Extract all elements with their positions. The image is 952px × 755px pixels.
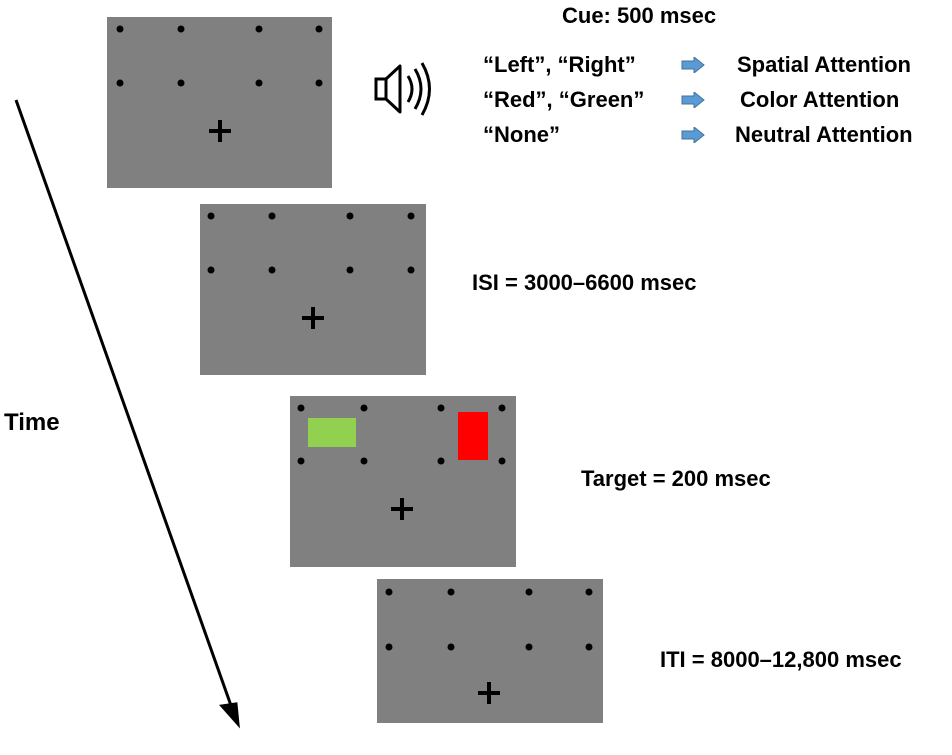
iti-screen (377, 579, 603, 723)
placeholder-dot (207, 266, 215, 274)
placeholder-dot (525, 588, 533, 596)
cue-word-neutral: “None” (483, 122, 560, 147)
condition-spatial: Spatial Attention (737, 52, 911, 77)
right-arrow-icon (681, 57, 705, 73)
cue-title: Cue: 500 msec (562, 3, 717, 28)
placeholder-dot (315, 79, 323, 87)
placeholder-dot (498, 404, 506, 412)
placeholder-dot (385, 643, 393, 651)
placeholder-dot (297, 404, 305, 412)
placeholder-dot (346, 212, 354, 220)
cue-screen (107, 17, 332, 188)
placeholder-dot (177, 79, 185, 87)
green-target-rect (308, 418, 356, 447)
placeholder-dot (360, 457, 368, 465)
placeholder-dot (407, 212, 415, 220)
condition-neutral: Neutral Attention (735, 122, 913, 147)
placeholder-dot (437, 404, 445, 412)
placeholder-dot (525, 643, 533, 651)
placeholder-dot (585, 643, 593, 651)
placeholder-dot (255, 25, 263, 33)
fixation-cross-icon (209, 120, 231, 142)
condition-color: Color Attention (740, 87, 900, 112)
right-arrow-icon (681, 127, 705, 143)
placeholder-dot (360, 404, 368, 412)
cue-word-spatial: “Left”, “Right” (483, 52, 636, 77)
iti-label: ITI = 8000–12,800 msec (660, 647, 902, 672)
placeholder-dot (315, 25, 323, 33)
placeholder-dot (346, 266, 354, 274)
time-label: Time (4, 409, 60, 436)
speaker-icon (374, 62, 431, 116)
isi-label: ISI = 3000–6600 msec (472, 270, 697, 295)
cue-word-color: “Red”, “Green” (483, 87, 645, 112)
placeholder-dot (268, 266, 276, 274)
target-label: Target = 200 msec (581, 466, 771, 491)
placeholder-dot (437, 457, 445, 465)
red-target-rect (458, 412, 488, 460)
fixation-cross-icon (302, 307, 324, 329)
placeholder-dot (385, 588, 393, 596)
right-arrow-icon (681, 92, 705, 108)
placeholder-dot (447, 588, 455, 596)
placeholder-dot (297, 457, 305, 465)
time-arrow-line (14, 99, 236, 715)
placeholder-dot (585, 588, 593, 596)
time-arrow-head (219, 702, 240, 729)
placeholder-dot (116, 25, 124, 33)
placeholder-dot (116, 79, 124, 87)
placeholder-dot (447, 643, 455, 651)
fixation-cross-icon (391, 498, 413, 520)
placeholder-dot (177, 25, 185, 33)
placeholder-dot (407, 266, 415, 274)
isi-screen (200, 204, 426, 375)
placeholder-dot (498, 457, 506, 465)
placeholder-dot (255, 79, 263, 87)
placeholder-dot (207, 212, 215, 220)
fixation-cross-icon (478, 682, 500, 704)
target-screen (290, 396, 516, 567)
placeholder-dot (268, 212, 276, 220)
